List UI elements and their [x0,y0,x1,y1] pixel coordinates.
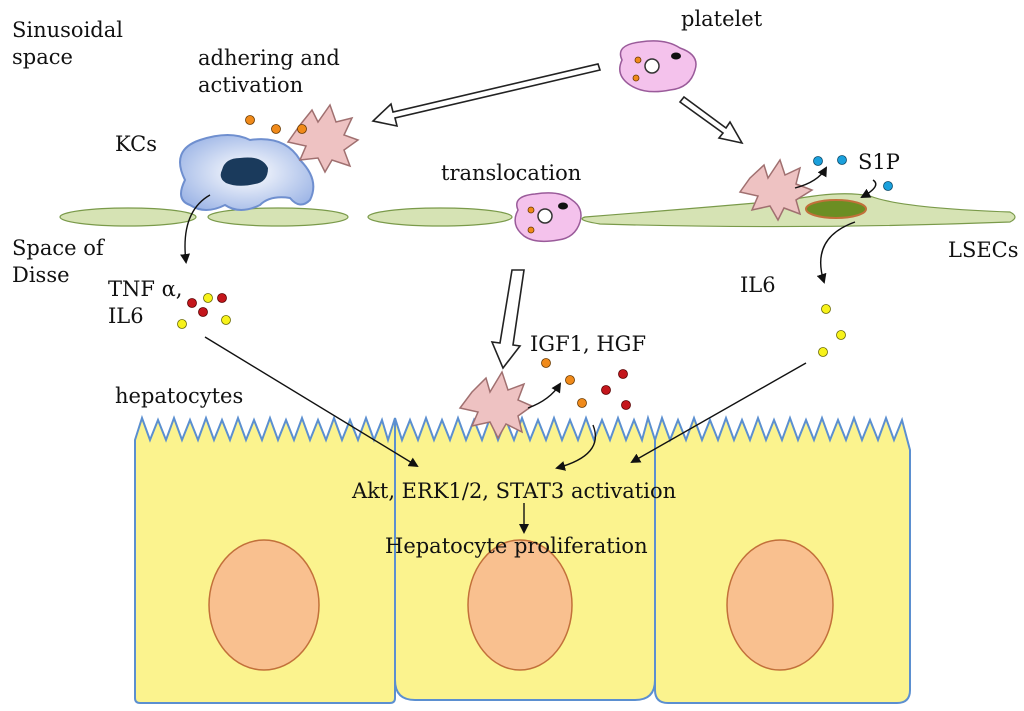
granule-dot [245,115,255,125]
activated-platelet-lsec [738,158,814,222]
arrow-platelet-to-s1p [794,166,827,189]
arrow-kc-to-cytokines [180,194,211,264]
platelet-granule [644,58,660,74]
nucleus-middle [467,539,573,671]
cytokine-dot [198,307,208,317]
platelet-granule [527,226,535,234]
cytokine-dot [203,293,213,303]
platelet-translocating [514,192,582,243]
s1p-dot [883,181,893,191]
endothelial-cell-1 [59,207,197,227]
label-hepatocytes: hepatocytes [115,384,244,408]
cytokine-dot [187,298,197,308]
nucleus-left [208,539,320,671]
growth-factor-dot [541,358,551,368]
il6-dot [818,347,828,357]
hepatocyte-layer [134,414,911,704]
arrow-lsec-to-il6 [816,221,856,284]
platelet-granule [527,206,535,214]
label-signaling-activation: Akt, ERK1/2, STAT3 activation [352,479,677,503]
label-lsecs: LSECs [948,238,1019,262]
granule-dot [297,124,307,134]
label-il6: IL6 [740,273,776,297]
cytokine-dot [177,319,187,329]
platelet-granule [558,202,568,210]
growth-factor-dot [618,369,628,379]
il6-dot [836,330,846,340]
s1p-dot [837,155,847,165]
label-adhering-activation: adhering and activation [198,46,340,97]
label-igf1-hgf: IGF1, HGF [530,332,647,356]
kupffer-cell [179,134,315,211]
label-kcs: KCs [115,132,157,156]
cytokine-dot [217,293,227,303]
cytokine-dot [221,315,231,325]
label-s1p: S1P [858,150,900,174]
label-translocation: translocation [441,161,582,185]
granule-dot [271,124,281,134]
arrow-growth-factors-to-activation [555,424,597,471]
endothelial-cell-2 [207,207,349,227]
label-tnf-il6: TNF α, IL6 [108,277,183,328]
platelet-granule [634,56,642,64]
growth-factor-dot [577,398,587,408]
label-hepatocyte-proliferation: Hepatocyte proliferation [385,534,648,558]
platelet-granule [671,52,681,60]
growth-factor-dot [601,385,611,395]
hollow-arrow-to-kc [371,63,602,128]
platelet-top [619,40,697,93]
growth-factor-dot [621,400,631,410]
platelet-granule [537,208,553,224]
il6-dot [821,304,831,314]
s1p-dot [813,156,823,166]
hollow-arrow-to-lsec [678,95,744,145]
activated-platelet-hepatocyte [458,370,534,440]
arrow-s1p-to-lsec-nucleus [860,179,877,198]
activated-platelet-kc [286,103,360,174]
kupffer-cell-nucleus [220,157,268,186]
label-platelet: platelet [681,7,763,31]
arrow-platelet-to-growth-factors [527,382,562,409]
lsec-nucleus [805,199,867,219]
platelet-granule [632,74,640,82]
nucleus-right [726,539,834,671]
growth-factor-dot [565,375,575,385]
hollow-arrow-to-hepatocyte [490,269,525,370]
label-space-of-disse: Space of Disse [12,236,104,287]
arrow-cytokines-to-activation [204,336,419,468]
endothelial-cell-3 [367,207,513,227]
label-sinusoidal-space: Sinusoidal space [12,18,123,69]
arrow-il6-to-activation [630,362,807,463]
